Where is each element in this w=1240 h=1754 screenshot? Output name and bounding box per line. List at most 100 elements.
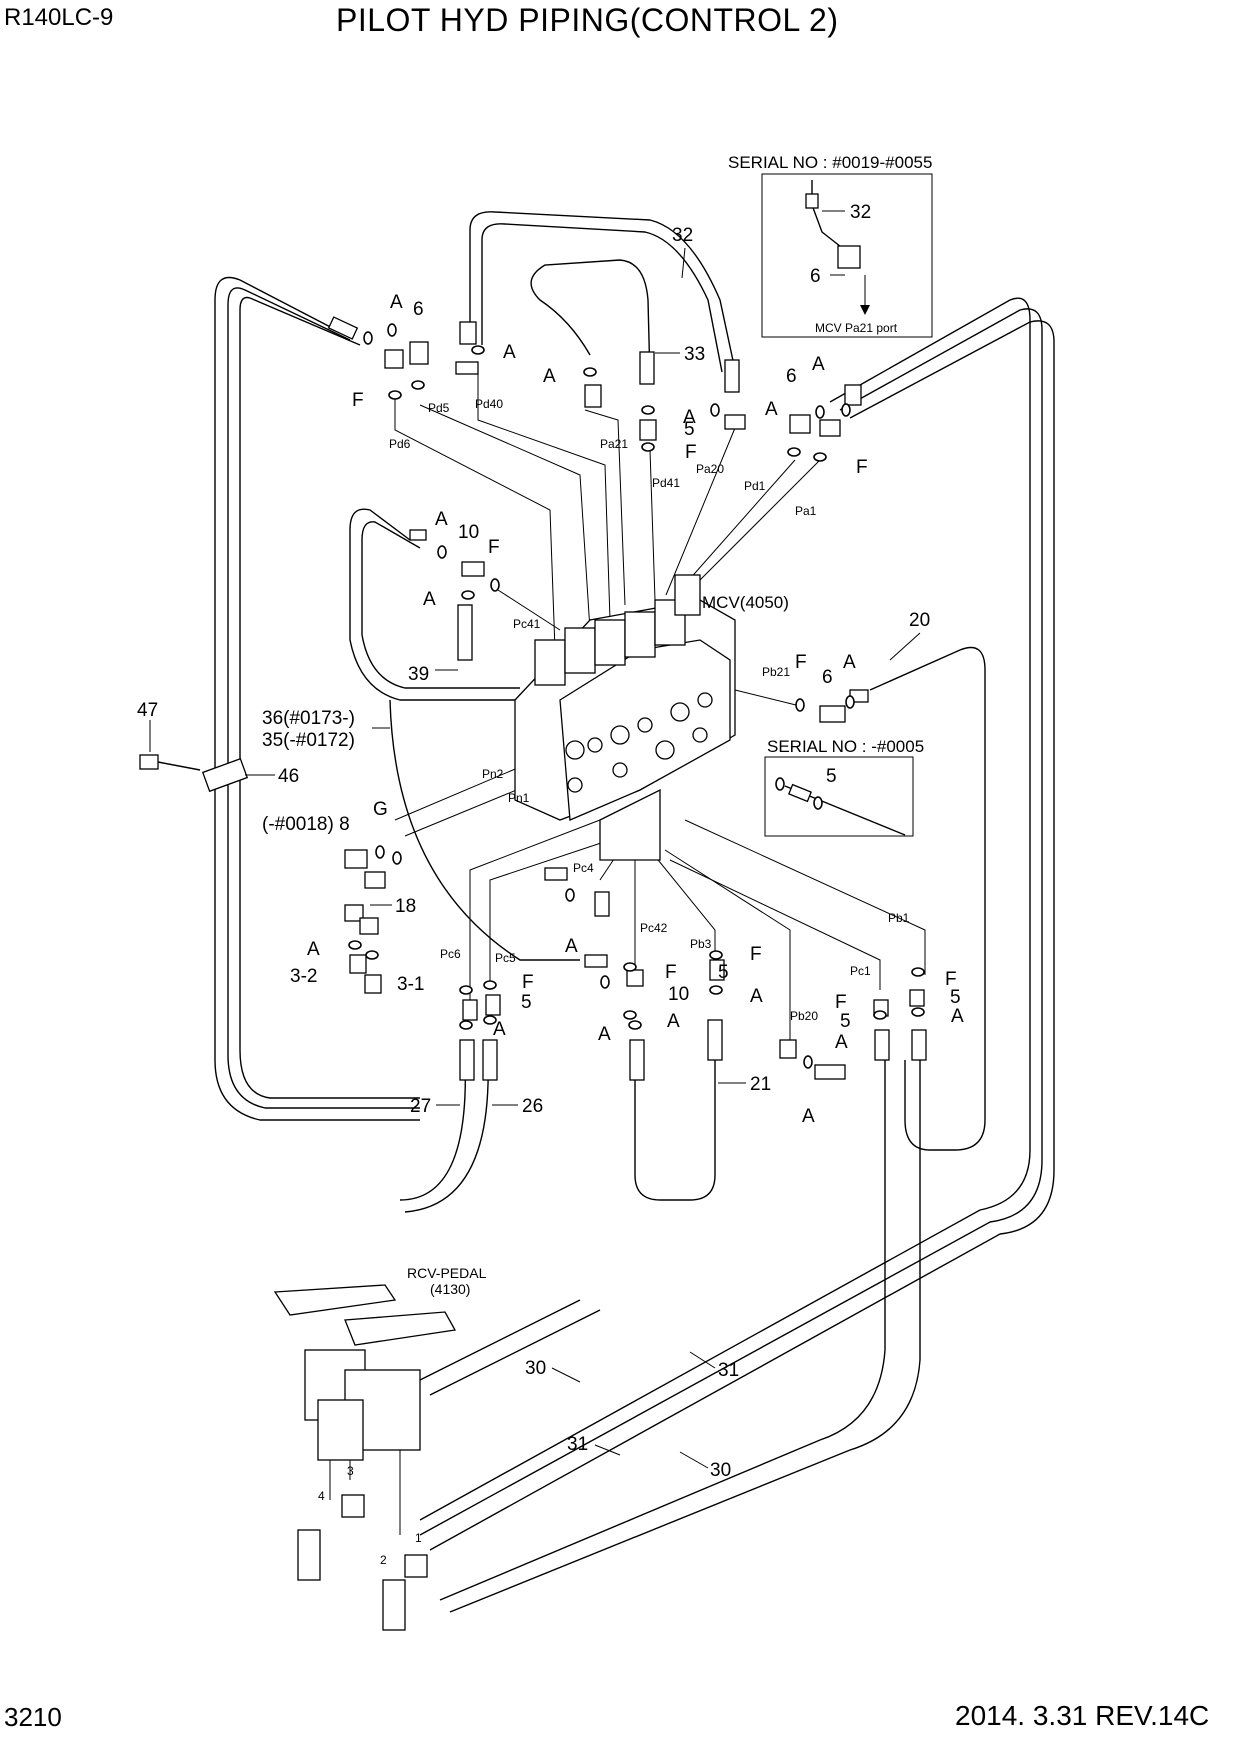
rcv-pedal-number: (4130) bbox=[430, 1281, 470, 1297]
callout-36: 36(#0173-) bbox=[262, 708, 355, 729]
marker-A: A bbox=[503, 342, 516, 363]
port-Pb21: Pb21 bbox=[762, 665, 790, 679]
marker-A: A bbox=[423, 589, 436, 610]
pedal-valve-2 bbox=[382, 1579, 406, 1631]
marker-A: A bbox=[543, 366, 556, 387]
mcv-label: MCV(4050) bbox=[702, 593, 789, 612]
bolt-head bbox=[139, 754, 159, 770]
callout-32: 32 bbox=[672, 225, 693, 246]
callout-G: G bbox=[373, 799, 388, 820]
marker-F: F bbox=[835, 992, 847, 1013]
callout-18: 18 bbox=[395, 896, 416, 917]
port-Pd5: Pd5 bbox=[428, 401, 450, 415]
marker-A: A bbox=[951, 1006, 964, 1027]
callout-5: 5 bbox=[684, 419, 695, 440]
callout-3-1: 3-1 bbox=[397, 974, 424, 995]
callout-27: 27 bbox=[410, 1096, 431, 1117]
callout-8: (-#0018) 8 bbox=[262, 814, 350, 835]
marker-A: A bbox=[598, 1024, 611, 1045]
port-Pc6: Pc6 bbox=[440, 947, 461, 961]
arrow-icon bbox=[860, 305, 870, 315]
callout-10: 10 bbox=[458, 522, 479, 543]
marker-A: A bbox=[667, 1011, 680, 1032]
o-ring bbox=[775, 777, 785, 791]
callout-6-inset: 6 bbox=[810, 266, 821, 287]
port-Pb20: Pb20 bbox=[790, 1009, 818, 1023]
o-rings bbox=[348, 323, 925, 1069]
callout-6: 6 bbox=[413, 299, 424, 320]
rcv-pedal-label: RCV-PEDAL bbox=[407, 1265, 487, 1281]
port-Pa21: Pa21 bbox=[600, 437, 628, 451]
marker-A: A bbox=[843, 652, 856, 673]
spool-cap bbox=[674, 574, 701, 616]
marker-A: A bbox=[812, 354, 825, 375]
callout-31-lower: 31 bbox=[567, 1434, 588, 1455]
marker-F: F bbox=[945, 969, 957, 990]
spool-cap bbox=[564, 627, 596, 674]
inset-serial-0005: SERIAL NO : -#0005 5 bbox=[764, 737, 924, 837]
callout-26: 26 bbox=[522, 1096, 543, 1117]
port-Pc42: Pc42 bbox=[640, 921, 668, 935]
port-Pa1: Pa1 bbox=[795, 504, 817, 518]
page-number: 3210 bbox=[4, 1702, 62, 1732]
port-Pn2: Pn2 bbox=[482, 767, 504, 781]
port-Pc5: Pc5 bbox=[495, 951, 516, 965]
inset-serial-label: SERIAL NO : #0019-#0055 bbox=[728, 153, 932, 172]
callout-5-far: 5 bbox=[950, 987, 961, 1008]
port-Pd41: Pd41 bbox=[652, 476, 680, 490]
callouts: 32 6 33 5 6 10 39 36(#0173-) 35(-#0172) … bbox=[137, 225, 961, 1481]
spool-cap bbox=[534, 639, 566, 686]
marker-F: F bbox=[685, 442, 697, 463]
clamp-assembly bbox=[139, 720, 275, 793]
port-Pa20: Pa20 bbox=[696, 462, 724, 476]
marker-F: F bbox=[795, 652, 807, 673]
callout-33: 33 bbox=[684, 344, 705, 365]
callout-20: 20 bbox=[909, 610, 930, 631]
marker-A: A bbox=[683, 407, 696, 428]
marker-A: A bbox=[802, 1106, 815, 1127]
callout-47: 47 bbox=[137, 700, 158, 721]
port-Pd1: Pd1 bbox=[744, 479, 766, 493]
port-Pc4: Pc4 bbox=[573, 861, 594, 875]
port-Pn1: Pn1 bbox=[508, 791, 530, 805]
pedal-right bbox=[344, 1311, 457, 1346]
port-Pb3: Pb3 bbox=[690, 937, 712, 951]
marker-F: F bbox=[488, 537, 500, 558]
pedal-left bbox=[273, 1284, 397, 1316]
marker-A: A bbox=[307, 939, 320, 960]
port-Pc1: Pc1 bbox=[850, 964, 871, 978]
marker-F: F bbox=[352, 390, 364, 411]
spool-cap bbox=[624, 611, 656, 658]
marker-A: A bbox=[435, 509, 448, 530]
port-Pd40: Pd40 bbox=[475, 397, 503, 411]
marker-A: A bbox=[835, 1032, 848, 1053]
main-control-valve: MCV(4050) bbox=[514, 574, 789, 861]
callout-21: 21 bbox=[750, 1074, 771, 1095]
o-ring bbox=[813, 796, 823, 810]
callout-6-right: 6 bbox=[786, 366, 797, 387]
callout-35: 35(-#0172) bbox=[262, 730, 355, 751]
port-Pc41: Pc41 bbox=[513, 617, 541, 631]
callout-6-mid: 6 bbox=[822, 667, 833, 688]
inset-serial-0019-0055: SERIAL NO : #0019-#0055 32 6 MCV Pa21 po… bbox=[728, 153, 933, 338]
marker-A: A bbox=[493, 1019, 506, 1040]
elbow-fitting bbox=[837, 245, 861, 269]
marker-F: F bbox=[665, 962, 677, 983]
port-leaders bbox=[394, 370, 926, 1040]
port-labels: Pd5 Pd6 Pd40 Pa21 Pd41 Pa20 Pd1 Pa1 Pc41… bbox=[389, 397, 910, 1023]
callout-3-2: 3-2 bbox=[290, 966, 317, 987]
callout-30: 30 bbox=[525, 1358, 546, 1379]
port-Pd6: Pd6 bbox=[389, 437, 411, 451]
marker-A: A bbox=[765, 399, 778, 420]
pedal-port-4: 4 bbox=[318, 1489, 325, 1503]
callout-5-left: 5 bbox=[521, 992, 532, 1013]
model-code: R140LC-9 bbox=[4, 4, 114, 31]
clamp bbox=[201, 757, 249, 793]
adapter-fitting bbox=[788, 783, 812, 803]
port-Pb1: Pb1 bbox=[888, 911, 910, 925]
revision-date: 2014. 3.31 REV.14C bbox=[955, 1700, 1210, 1731]
callout-5-right: 5 bbox=[840, 1011, 851, 1032]
callout-5-inset: 5 bbox=[826, 766, 837, 787]
marker-A: A bbox=[390, 292, 403, 313]
